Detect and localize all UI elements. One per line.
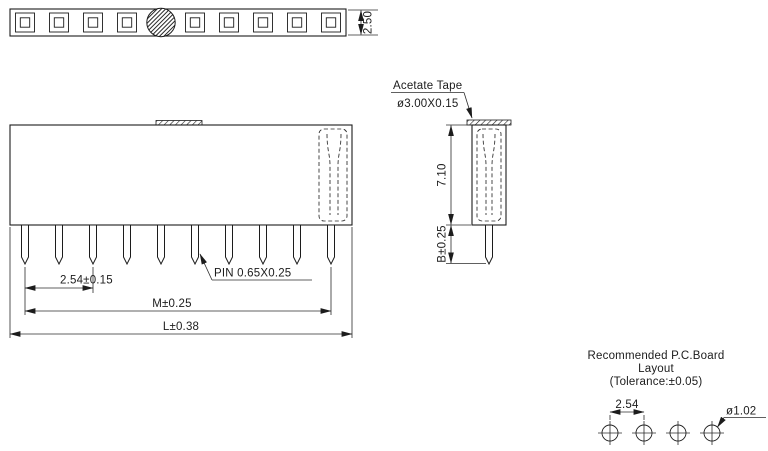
pin-spec-label: PIN 0.65X0.25 [214,268,291,280]
top-view-cell [219,12,239,33]
top-view-cell [117,12,137,33]
dim-pitch: 2.54±0.15 [24,267,113,315]
tape-callout: Acetate Tape ø3.00X0.15 [391,80,473,119]
top-view: 2.50 [9,7,378,38]
top-view-cell [83,12,103,33]
front-view-body [9,124,353,226]
hatched-position-marker [146,7,176,38]
dim-pin-length-label: B±0.25 [437,225,449,263]
dim-pcb-pitch-label: 2.54 [615,399,639,411]
top-view-cell [49,12,69,33]
pin-spec-callout: PIN 0.65X0.25 [199,253,312,281]
dim-body-height-label: 7.10 [437,163,449,186]
hole-dia-callout: ø1.02 [717,406,766,428]
side-view: Acetate Tape ø3.00X0.15 7.10 B±0.25 [391,80,512,265]
pin [89,224,97,265]
pin [157,224,165,265]
dim-strip-width-label: 2.50 [363,11,375,34]
dim-m: M±0.25 [24,267,332,315]
dim-hole-dia-label: ø1.02 [726,406,756,418]
top-view-cell [321,12,341,33]
contact-spring-left [326,133,331,215]
tape-hatch-front [155,120,203,126]
dim-strip-width: 2.50 [348,9,378,36]
dim-pitch-label: 2.54±0.15 [60,275,113,287]
leader-line [199,253,213,281]
pcb-hole [631,420,657,446]
front-view: PIN 0.65X0.25 2.54±0.15 M±0.25 L±0.38 [9,120,353,338]
pcb-title-line3: (Tolerance:±0.05) [610,376,703,388]
dim-l-label: L±0.38 [163,321,199,333]
pin [225,224,233,265]
pin [55,224,63,265]
pcb-title-line2: Layout [638,363,674,375]
top-view-cell [185,12,205,33]
dim-m-label: M±0.25 [152,298,191,310]
pin [21,224,29,265]
top-view-cell [287,12,307,33]
pcb-hole [597,420,623,446]
pcb-hole [665,420,691,446]
top-view-body [9,8,347,37]
pin [123,224,131,265]
tape-spec-label: ø3.00X0.15 [397,98,458,110]
pcb-hole [699,420,725,446]
dim-l: L±0.38 [9,227,353,338]
contact-spring-right [337,133,342,215]
contact-cavity-outline [476,128,502,222]
dim-pcb-pitch: 2.54 [609,399,645,420]
contact-spring-left [482,133,487,215]
pcb-layout: Recommended P.C.Board Layout (Tolerance:… [588,350,766,446]
pin [485,224,493,265]
tape-label: Acetate Tape [393,80,462,92]
pin [293,224,301,265]
pcb-title-line1: Recommended P.C.Board [588,350,725,362]
leader-line [717,416,726,428]
top-view-cell [253,12,273,33]
dim-pin-length: B±0.25 [437,224,486,264]
pin [327,224,335,265]
contact-detail-front [318,128,348,222]
pin [191,224,199,265]
leader-line [463,92,473,119]
top-view-cell [15,12,35,33]
tape-hatch-side [466,119,512,126]
contact-cavity-outline [318,128,348,222]
contact-detail-side [476,128,502,222]
contact-spring-right [491,133,496,215]
pin [259,224,267,265]
dim-body-height: 7.10 [437,124,471,226]
